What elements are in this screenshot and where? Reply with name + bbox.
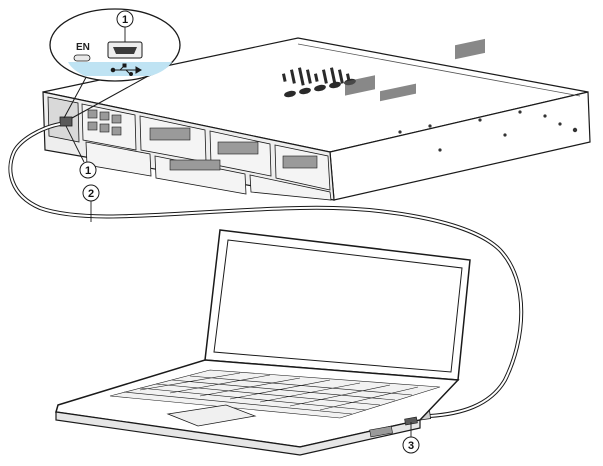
zoom-inset: EN 1 — [49, 8, 181, 119]
laptop-usb-port[interactable] — [404, 416, 418, 426]
router-side-vents — [345, 38, 485, 102]
callout-3-laptop-label: 3 — [408, 440, 414, 452]
laptop-base-front — [55, 411, 421, 456]
callout-1-zoom-label: 1 — [122, 14, 128, 26]
laptop-keyboard — [109, 369, 441, 419]
router-chassis-icon — [42, 37, 591, 201]
router-usb-console-port[interactable] — [59, 116, 73, 127]
usb-icon — [110, 63, 142, 76]
callout-2-cable: 2 — [82, 184, 100, 222]
usb-highlight-strip — [68, 62, 172, 76]
callout-2-cable-label: 2 — [88, 188, 94, 200]
en-led-icon — [73, 54, 91, 62]
mini-usb-port-icon — [107, 41, 143, 59]
router-top-edge — [297, 43, 581, 97]
laptop-side-port — [369, 425, 393, 438]
en-led-label: EN — [76, 42, 90, 53]
router-ports — [87, 109, 318, 171]
laptop-icon — [55, 229, 471, 456]
laptop-touchpad — [166, 404, 257, 427]
callout-1-router: 1 — [65, 125, 97, 179]
laptop-screen — [213, 239, 463, 373]
callout-3-laptop-port: 3 — [402, 422, 420, 454]
callout-1-router-label: 1 — [85, 165, 91, 177]
router-side-screws — [398, 110, 578, 152]
